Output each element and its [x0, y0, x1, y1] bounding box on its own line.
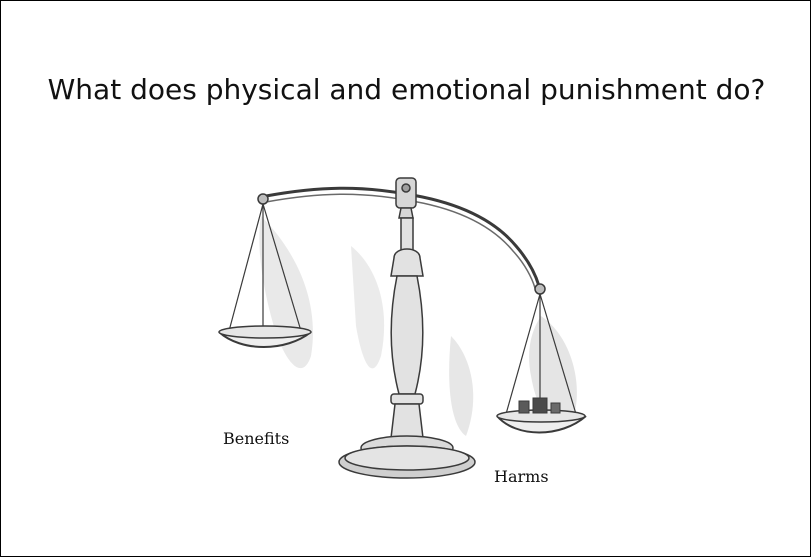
- scale-base: [339, 436, 475, 478]
- slide-title: What does physical and emotional punishm…: [1, 73, 811, 106]
- scale-column: [391, 218, 423, 438]
- balance-scale-icon: [201, 156, 601, 516]
- benefits-label: Benefits: [223, 429, 289, 448]
- scale-finial: [396, 178, 416, 218]
- harms-label: Harms: [494, 467, 549, 486]
